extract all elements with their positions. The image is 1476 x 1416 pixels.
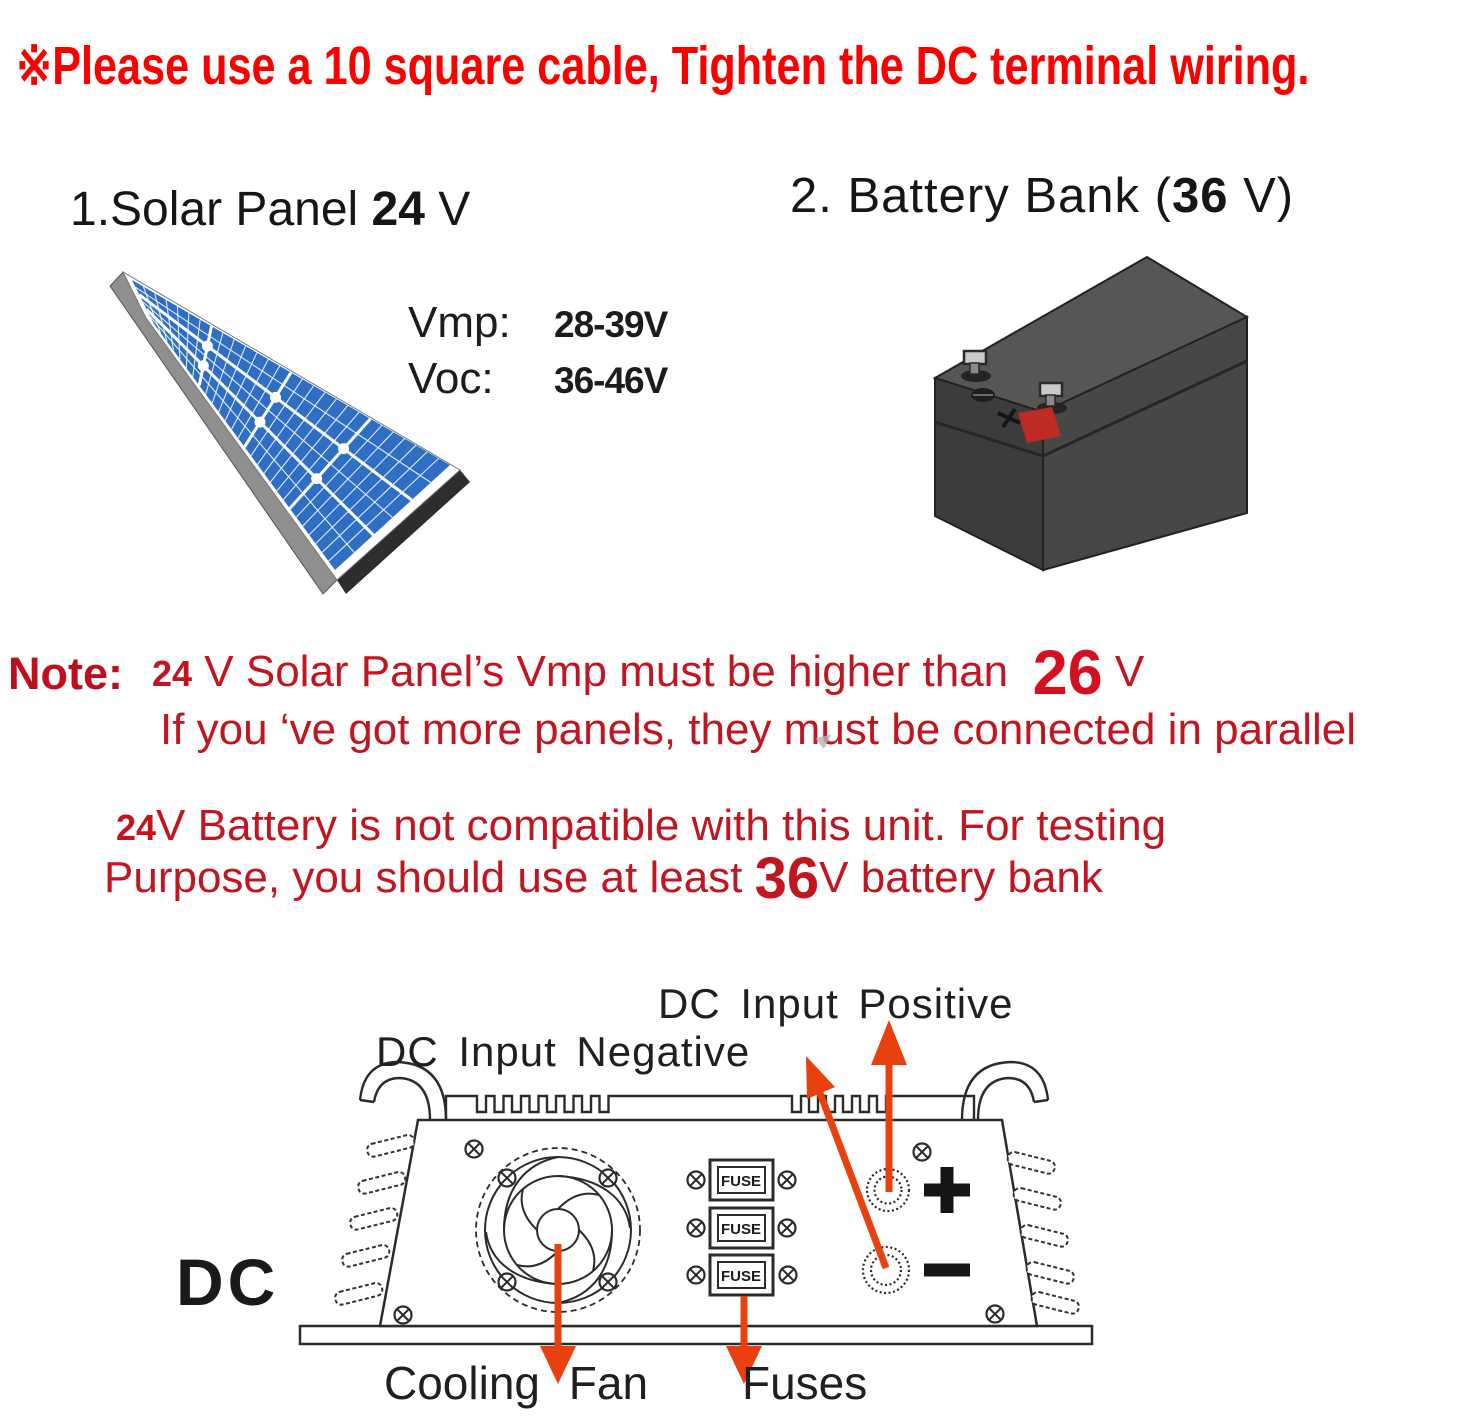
screw-icon — [985, 1304, 1005, 1324]
panel-frame-bottom-edge — [337, 470, 470, 594]
screw-icon — [598, 1168, 618, 1188]
solar-title-prefix: 1.Solar Panel — [70, 183, 372, 236]
arrow-dc-negative — [806, 1056, 890, 1270]
label-cooling-fan: Cooling Fan — [384, 1357, 649, 1409]
arrow-dc-positive — [871, 1020, 907, 1192]
fuse-box-2: FUSE — [708, 1206, 775, 1250]
note-line-1: 24 V Solar Panel’s Vmp must be higher th… — [152, 638, 1145, 708]
battery-title-prefix: 2. Battery Bank ( — [790, 169, 1172, 223]
dc-side-diagram: FUSE FUSE FUSE — [0, 960, 1476, 1416]
battery-section-title: 2. Battery Bank (36 V) — [790, 168, 1294, 224]
battery-terminal-2-stem — [1045, 394, 1056, 407]
label-fuses: Fuses — [742, 1357, 868, 1409]
label-dc: DC — [176, 1245, 280, 1319]
voc-label: Voc: — [408, 354, 494, 403]
cooling-fan-drawing — [475, 1147, 641, 1313]
screw-icon — [686, 1170, 706, 1190]
fuse-text-2: FUSE — [721, 1221, 761, 1238]
warning-banner: ※Please use a 10 square cable, Tighten t… — [16, 36, 1310, 96]
heatsink-comb — [444, 1094, 976, 1120]
voc-value: 36-46V — [554, 360, 668, 401]
panel-cells — [132, 280, 450, 570]
inverter-base-plate — [298, 1324, 1094, 1346]
screw-icons — [393, 1139, 1005, 1325]
note-36v-highlight: 36 — [754, 846, 820, 911]
battery-terminal-1-stem — [969, 362, 980, 375]
screw-icon — [497, 1168, 517, 1188]
corner-hook-right — [960, 1060, 1050, 1121]
heatsink-pins-right — [1006, 1150, 1080, 1315]
solar-title-suffix: V — [424, 183, 471, 236]
battery-cross-mark — [997, 407, 1021, 429]
fuse-text-3: FUSE — [721, 1268, 761, 1285]
terminal-shadow-1 — [961, 370, 991, 382]
minus-symbol — [924, 1263, 970, 1277]
screw-icon — [497, 1272, 517, 1292]
battery-illustration — [932, 255, 1250, 572]
heatsink-pins-left — [334, 1133, 416, 1306]
fuse-box-3: FUSE — [708, 1253, 775, 1297]
inverter-drawing: FUSE FUSE FUSE — [298, 1020, 1094, 1384]
solar-section-title: 1.Solar Panel 24 V — [70, 182, 470, 237]
label-dc-input-positive: DC Input Positive — [658, 980, 1014, 1027]
voc-row: Voc: 36-46V — [408, 354, 668, 410]
screw-icon — [777, 1170, 797, 1190]
plus-symbol — [924, 1167, 970, 1213]
note-line-4: Purpose, you should use at least 36V bat… — [104, 846, 1103, 911]
screw-icon — [777, 1218, 797, 1238]
negative-terminal — [861, 1245, 911, 1295]
note-24v-battery: 24 — [116, 807, 157, 848]
arrow-fuses — [726, 1296, 762, 1384]
screw-icon — [464, 1139, 484, 1159]
note-line-2: If you ‘ve got more panels, they must be… — [160, 705, 1357, 754]
screw-icon — [686, 1265, 706, 1285]
solar-specs: Vmp: 28-39V Voc: 36-46V — [408, 298, 668, 410]
screw-icon — [598, 1272, 618, 1292]
vmp-value: 28-39V — [554, 304, 668, 345]
panel-grid-lines — [135, 286, 440, 562]
arrow-cooling-fan — [540, 1244, 576, 1384]
screw-icon — [912, 1142, 932, 1162]
battery-seam-front — [934, 420, 1044, 458]
battery-voltage: 36 — [1171, 169, 1229, 223]
fuse-box-1: FUSE — [708, 1158, 775, 1202]
screw-icon — [686, 1218, 706, 1238]
fuse-boxes: FUSE FUSE FUSE — [708, 1158, 775, 1297]
vmp-row: Vmp: 28-39V — [408, 298, 668, 354]
solar-panel-illustration — [109, 270, 470, 595]
battery-terminal-1 — [962, 349, 988, 366]
battery-red-detail — [1018, 407, 1061, 443]
screw-icon — [393, 1305, 413, 1325]
solar-voltage: 24 — [371, 183, 425, 236]
battery-seam-side — [1042, 359, 1248, 458]
fuse-text-1: FUSE — [721, 1173, 761, 1190]
note-line-3: 24V Battery is not compatible with this … — [116, 801, 1167, 850]
battery-title-suffix: V) — [1228, 169, 1295, 223]
note-26v-highlight: 26 — [1032, 638, 1103, 708]
label-dc-input-negative: DC Input Negative — [376, 1028, 751, 1075]
screw-icon — [778, 1265, 798, 1285]
battery-front-face — [934, 376, 1044, 572]
battery-side-face — [1042, 315, 1248, 572]
note-label: Note: — [8, 648, 123, 699]
corner-hook-left — [358, 1060, 448, 1121]
note-24v-panel: 24 — [152, 653, 193, 694]
battery-terminal-2 — [1038, 381, 1064, 398]
vmp-label: Vmp: — [408, 298, 511, 347]
